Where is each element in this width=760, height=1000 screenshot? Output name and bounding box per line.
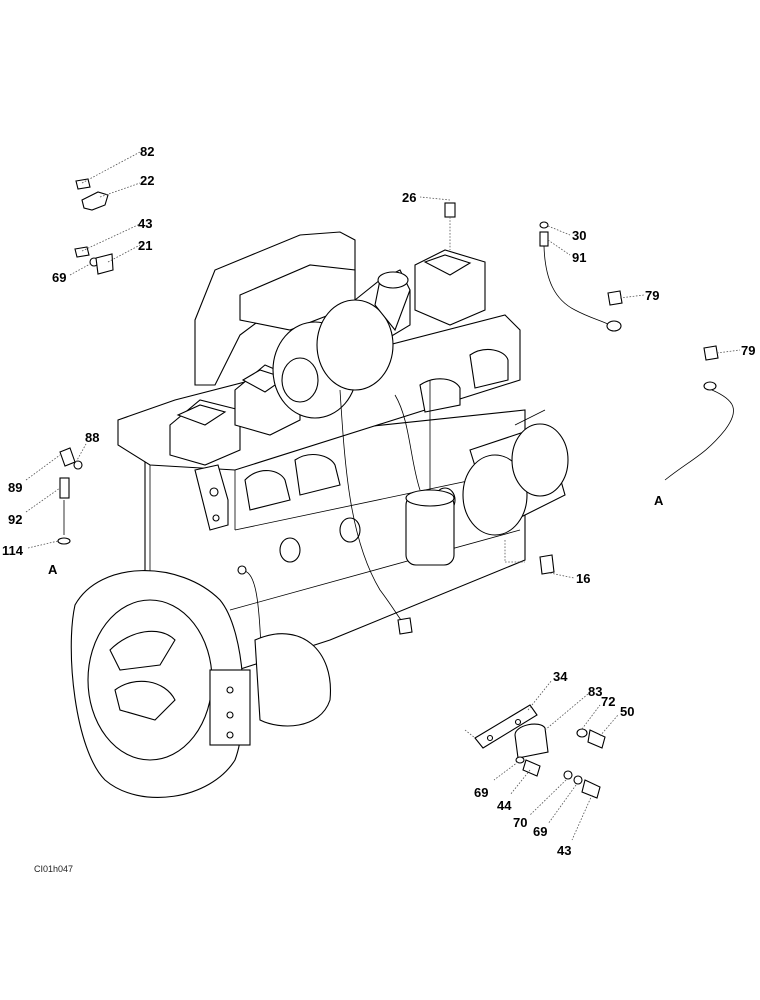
label-30: 30 — [572, 228, 586, 243]
label-89: 89 — [8, 480, 22, 495]
reference-a-left: A — [48, 562, 58, 577]
label-69: 69 — [52, 270, 66, 285]
oil-filter — [405, 380, 455, 566]
dipstick-tube — [339, 389, 406, 626]
bolt-79b — [703, 345, 719, 361]
part-number-labels: 82 22 43 21 69 26 30 91 79 79 88 89 92 1… — [2, 144, 755, 858]
core-plug — [279, 537, 301, 563]
oil-line-91 — [543, 245, 611, 326]
tube-92 — [59, 477, 70, 499]
banjo-89 — [59, 447, 76, 467]
label-70: 70 — [513, 815, 527, 830]
drawing-code: CI01h047 — [34, 864, 73, 874]
bolt-82 — [75, 178, 91, 190]
bolt-43a — [74, 246, 90, 258]
label-79: 79 — [645, 288, 659, 303]
part-30 — [539, 221, 549, 229]
lifting-bracket — [194, 464, 229, 531]
label-21: 21 — [138, 238, 152, 253]
label-43: 43 — [557, 843, 571, 858]
bolt-44 — [522, 759, 541, 777]
flywheel-housing — [70, 570, 332, 798]
label-44: 44 — [497, 798, 512, 813]
core-plug — [339, 517, 361, 543]
label-114: 114 — [2, 543, 24, 558]
o-ring-114 — [57, 537, 71, 545]
label-82: 82 — [140, 144, 154, 159]
label-88: 88 — [85, 430, 99, 445]
label-69: 69 — [474, 785, 488, 800]
line-to-A — [664, 389, 734, 481]
bolt-26 — [444, 202, 456, 218]
bolt-79a — [607, 290, 623, 306]
clamp-83 — [514, 723, 549, 759]
label-43: 43 — [138, 216, 152, 231]
washer-69c — [573, 775, 583, 785]
nut-88 — [73, 460, 83, 470]
turbocharger — [272, 269, 411, 419]
label-92: 92 — [8, 512, 22, 527]
label-50: 50 — [620, 704, 634, 719]
label-34: 34 — [553, 669, 568, 684]
label-83: 83 — [588, 684, 602, 699]
label-72: 72 — [601, 694, 615, 709]
leader-lines — [25, 151, 741, 841]
intake-housing — [194, 231, 356, 386]
engine-assembly — [70, 231, 569, 798]
sensor-16 — [539, 554, 555, 575]
washer-72 — [576, 728, 588, 738]
label-79: 79 — [741, 343, 755, 358]
label-22: 22 — [140, 173, 154, 188]
label-91: 91 — [572, 250, 586, 265]
clip-22 — [81, 191, 109, 211]
reference-a-right: A — [654, 493, 664, 508]
air-cleaner — [462, 409, 569, 536]
bracket-21 — [95, 253, 114, 275]
label-16: 16 — [576, 571, 590, 586]
label-69: 69 — [533, 824, 547, 839]
bolt-43b — [581, 779, 601, 799]
label-26: 26 — [402, 190, 416, 205]
washer-69b — [515, 756, 525, 764]
bolt-50 — [587, 729, 606, 749]
fitting-91 — [539, 231, 549, 247]
washer-70 — [563, 770, 573, 780]
